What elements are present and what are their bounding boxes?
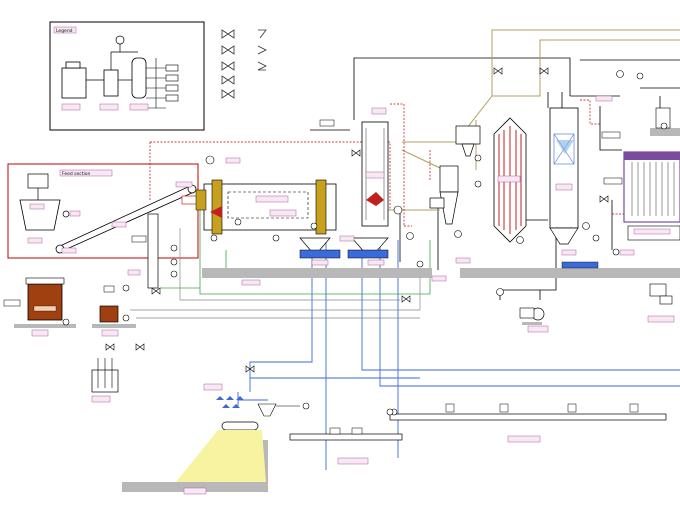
slag-pile (176, 383, 310, 495)
chemical-dosing-tank (91, 358, 119, 403)
aux-lines (130, 228, 421, 319)
fuel-filter-column (131, 213, 159, 289)
water-lines (237, 240, 680, 470)
bag-filter (601, 131, 680, 241)
feed-section-title: Feed section (62, 171, 91, 177)
rotary-dryer (181, 179, 337, 242)
heat-exchanger (493, 117, 527, 243)
scrubber-tower (549, 107, 599, 269)
induced-draft-fan (647, 107, 675, 323)
equipment-tags (127, 95, 635, 286)
ash-conveyor (289, 427, 403, 465)
discharge-chutes (299, 235, 389, 266)
day-tank (99, 285, 130, 337)
cyclone-separators (429, 125, 481, 225)
air-lines (7, 99, 640, 259)
valve-symbol-legend (221, 29, 267, 99)
legend-panel: Legend (49, 21, 205, 131)
product-conveyor (389, 403, 667, 443)
legend-title: Legend (56, 28, 73, 34)
combustion-column (319, 107, 389, 227)
valves (105, 67, 609, 373)
feed-section: Feed section (19, 169, 197, 254)
blower (519, 307, 549, 333)
oil-tank (3, 277, 70, 337)
instrument-bubbles (122, 70, 644, 416)
